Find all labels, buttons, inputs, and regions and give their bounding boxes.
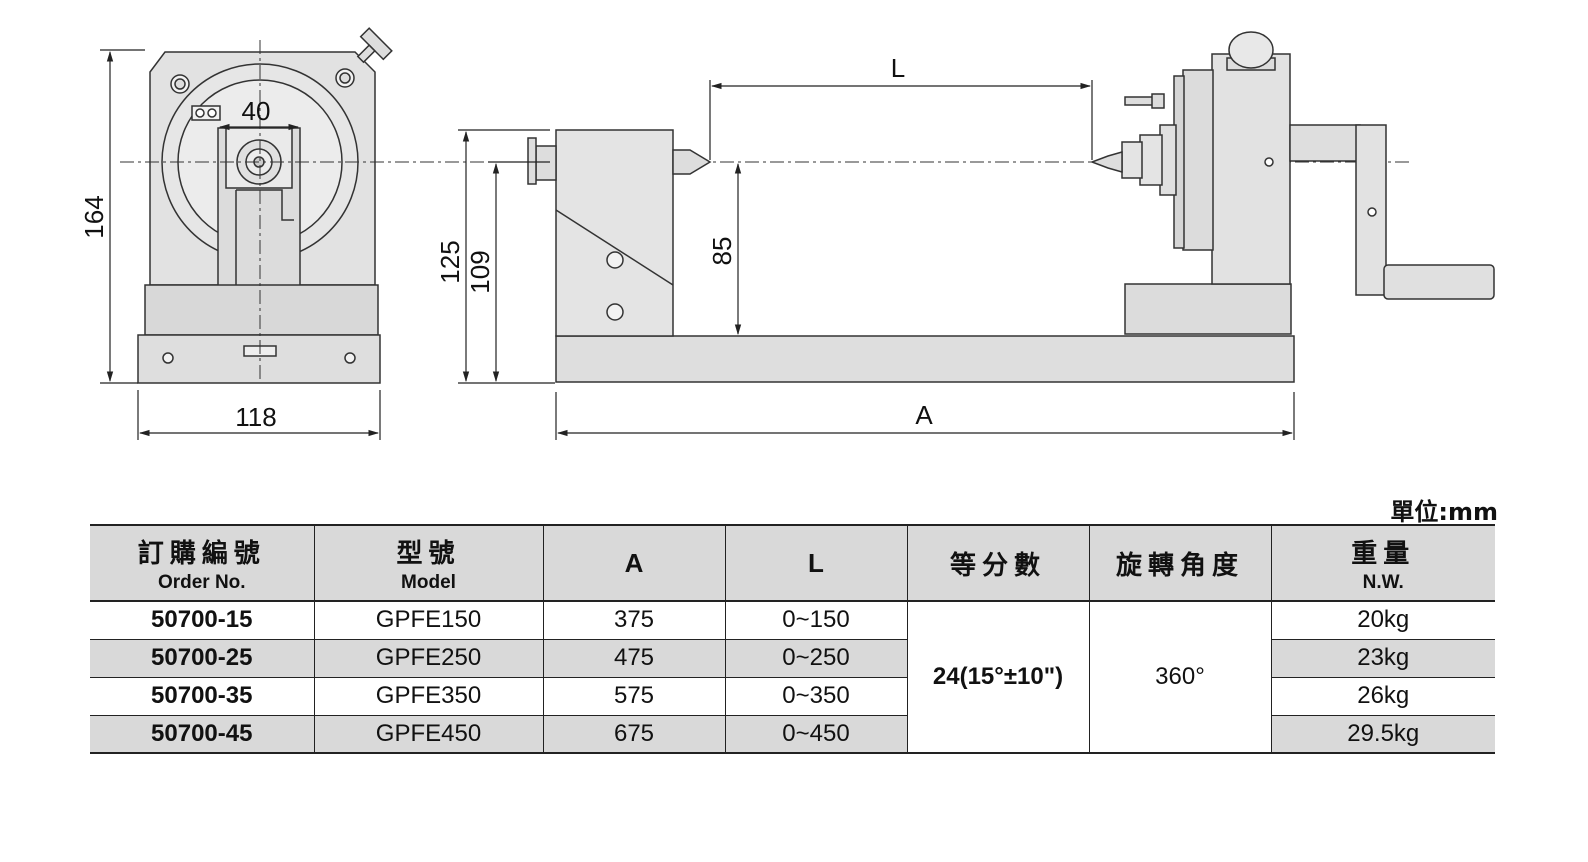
header-weight-en: N.W. — [1362, 571, 1404, 593]
order-no-cell: 50700-45 — [90, 715, 315, 753]
header-weight-zh: 重量 — [1351, 538, 1416, 569]
order-no-cell: 50700-15 — [90, 601, 315, 639]
side-dimensions — [458, 80, 1295, 440]
side-view — [527, 31, 1495, 383]
a-cell: 575 — [542, 677, 726, 715]
header-rotation-zh: 旋轉角度 — [1115, 550, 1244, 581]
weight-cell: 29.5kg — [1270, 715, 1495, 753]
dimension-40: 40 — [242, 96, 271, 126]
dimension-118: 118 — [235, 402, 276, 432]
rotation-cell: 360° — [1088, 601, 1272, 753]
spec-table: 訂購編號 Order No. 型號 Model A L 等分數 旋轉角度 重量 … — [90, 524, 1495, 754]
model-cell: GPFE150 — [313, 601, 544, 639]
model-cell: GPFE250 — [313, 639, 544, 677]
weight-cell: 23kg — [1270, 639, 1495, 677]
header-order-no: 訂購編號 Order No. — [90, 525, 315, 601]
table-row: 50700-45 GPFE450 675 0~450 29.5kg — [90, 715, 1495, 753]
order-no-cell: 50700-25 — [90, 639, 315, 677]
table-header-row: 訂購編號 Order No. 型號 Model A L 等分數 旋轉角度 重量 … — [90, 525, 1495, 601]
dimension-109: 109 — [465, 250, 495, 293]
header-divisions: 等分數 — [906, 525, 1090, 601]
table-row: 50700-35 GPFE350 575 0~350 26kg — [90, 677, 1495, 715]
dimension-164: 164 — [79, 195, 109, 238]
table-row: 50700-25 GPFE250 475 0~250 23kg — [90, 639, 1495, 677]
header-l: L — [724, 525, 908, 601]
front-dimensions — [100, 49, 381, 440]
l-cell: 0~350 — [724, 677, 908, 715]
header-weight: 重量 N.W. — [1270, 525, 1495, 601]
a-cell: 375 — [542, 601, 726, 639]
unit-label: 單位:mm — [1390, 498, 1498, 526]
table-row: 50700-15 GPFE150 375 0~150 24(15°±10") 3… — [90, 601, 1495, 753]
a-cell: 675 — [542, 715, 726, 753]
header-model-zh: 型號 — [396, 538, 461, 569]
header-model: 型號 Model — [313, 525, 544, 601]
header-rotation: 旋轉角度 — [1088, 525, 1272, 601]
header-l-label: L — [808, 547, 824, 578]
model-cell: GPFE350 — [313, 677, 544, 715]
front-view — [137, 27, 393, 384]
dimension-125: 125 — [435, 240, 465, 283]
a-cell: 475 — [542, 639, 726, 677]
dimension-A: A — [915, 400, 933, 430]
header-a-label: A — [624, 547, 644, 578]
header-order-no-en: Order No. — [157, 571, 246, 593]
l-cell: 0~150 — [724, 601, 908, 639]
dimension-L: L — [891, 53, 905, 83]
weight-cell: 20kg — [1270, 601, 1495, 639]
header-order-no-zh: 訂購編號 — [137, 538, 266, 569]
dimension-85: 85 — [707, 237, 737, 266]
l-cell: 0~450 — [724, 715, 908, 753]
weight-cell: 26kg — [1270, 677, 1495, 715]
model-cell: GPFE450 — [313, 715, 544, 753]
technical-drawing: 164 118 40 — [79, 27, 1495, 440]
header-a: A — [542, 525, 726, 601]
l-cell: 0~250 — [724, 639, 908, 677]
divisions-cell: 24(15°±10") — [906, 601, 1090, 753]
order-no-cell: 50700-35 — [90, 677, 315, 715]
header-model-en: Model — [401, 571, 456, 593]
header-divisions-zh: 等分數 — [949, 550, 1046, 581]
